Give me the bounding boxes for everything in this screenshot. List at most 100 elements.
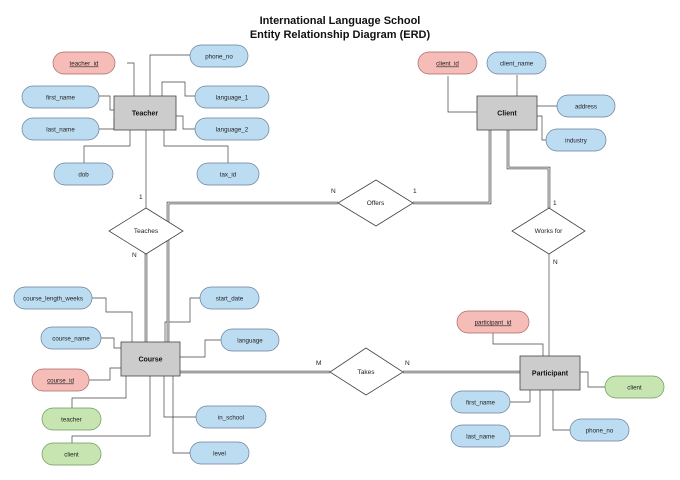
entity-participant-label: Participant [532, 371, 569, 378]
attribute-teacher-tax-id[interactable]: tax_id [196, 162, 260, 186]
svg-text:last_name: last_name [466, 434, 495, 441]
relationship-takes-label: Takes [358, 369, 376, 376]
attribute-teacher-language-1[interactable]: language_1 [194, 85, 270, 109]
entity-participant[interactable]: Participant [519, 355, 581, 391]
line-client-industry [537, 115, 546, 141]
attribute-course-name[interactable]: course_name [40, 326, 102, 350]
svg-text:phone_no: phone_no [586, 428, 614, 435]
cardinality-works-for-client: 1 [553, 200, 557, 207]
line-teacher-id [127, 62, 135, 96]
svg-text:participant_id: participant_id [475, 320, 512, 327]
attribute-teacher-first-name[interactable]: first_name [21, 85, 100, 109]
attribute-participant-id[interactable]: participant_id [456, 310, 530, 334]
svg-text:first_name: first_name [466, 400, 495, 407]
cardinality-works-for-participant: N [553, 259, 558, 266]
attribute-participant-first-name[interactable]: first_name [450, 390, 511, 414]
svg-text:start_date: start_date [216, 296, 244, 303]
attribute-course-level[interactable]: level [189, 441, 250, 465]
cardinality-offers-course: N [331, 188, 336, 195]
line-participant-id [492, 333, 544, 356]
svg-text:dob: dob [78, 172, 89, 179]
svg-text:course_name: course_name [52, 336, 90, 343]
attribute-course-id[interactable]: course_id [31, 368, 90, 392]
line-teacher-language2 [176, 115, 195, 130]
entity-course[interactable]: Course [120, 341, 181, 377]
relationship-offers-label: Offers [367, 200, 385, 207]
svg-text:course_id: course_id [47, 378, 74, 385]
attribute-client-address[interactable]: address [556, 94, 616, 118]
cardinality-takes-course: M [316, 360, 321, 367]
entity-teacher[interactable]: Teacher [113, 95, 177, 131]
line-participant-first-name [510, 390, 531, 403]
svg-text:in_school: in_school [218, 415, 244, 422]
svg-text:level: level [213, 451, 226, 458]
line-course-language [180, 339, 221, 358]
attribute-course-length-weeks[interactable]: course_length_weeks [13, 286, 93, 310]
svg-text:client_id: client_id [436, 61, 459, 68]
line-course-name [101, 337, 121, 349]
svg-text:last_name: last_name [46, 127, 75, 134]
attribute-course-client[interactable]: client [41, 442, 102, 466]
relationship-teaches[interactable]: Teaches [108, 207, 184, 255]
attribute-teacher-language-2[interactable]: language_2 [194, 117, 270, 141]
svg-text:course_length_weeks: course_length_weeks [23, 296, 83, 303]
attribute-teacher-phone-no[interactable]: phone_no [189, 44, 249, 68]
line-participant-last-name [510, 390, 541, 437]
svg-text:tax_id: tax_id [220, 172, 237, 179]
attribute-participant-phone-no[interactable]: phone_no [569, 418, 630, 442]
attribute-course-in-school[interactable]: in_school [195, 405, 267, 429]
svg-text:language: language [237, 338, 263, 345]
connector-lines [71, 54, 605, 454]
line-course-level [172, 376, 190, 454]
svg-text:first_name: first_name [46, 95, 75, 102]
line-course-client [71, 376, 151, 443]
attribute-course-teacher[interactable]: teacher [41, 407, 102, 431]
svg-text:client_name: client_name [500, 61, 534, 68]
diagram-title: International Language School [259, 15, 421, 27]
line-teacher-dob [83, 130, 131, 163]
cardinality-offers-client: 1 [413, 188, 417, 195]
line-course-length [92, 297, 133, 342]
line-course-in-school [163, 376, 196, 418]
cardinality-teaches-course: N [132, 252, 137, 259]
line-course-teacher [71, 376, 127, 408]
relationship-teaches-label: Teaches [134, 228, 159, 235]
cardinality-teaches-teacher: 1 [139, 194, 143, 201]
attribute-participant-last-name[interactable]: last_name [450, 424, 511, 448]
svg-text:phone_no: phone_no [205, 54, 233, 61]
entity-teacher-label: Teacher [132, 111, 159, 118]
line-client-id [447, 76, 477, 113]
attribute-teacher-dob[interactable]: dob [53, 162, 114, 186]
entity-client-label: Client [497, 111, 517, 118]
line-teacher-first-name [99, 95, 114, 111]
entity-course-label: Course [138, 357, 162, 364]
relationship-works-for[interactable]: Works for [511, 207, 586, 255]
relationship-works-for-label: Works for [535, 228, 564, 235]
attribute-participant-client[interactable]: client [604, 375, 665, 399]
svg-text:language_2: language_2 [216, 127, 249, 134]
svg-text:address: address [575, 104, 597, 111]
svg-text:client: client [627, 385, 642, 392]
svg-text:language_1: language_1 [216, 95, 249, 102]
svg-text:teacher: teacher [61, 417, 82, 424]
line-participant-client [580, 371, 605, 388]
relationship-offers[interactable]: Offers [337, 179, 414, 227]
line-teacher-tax-id [163, 130, 229, 163]
cardinality-takes-participant: N [405, 360, 410, 367]
attribute-course-language[interactable]: language [220, 328, 280, 352]
svg-text:industry: industry [565, 138, 588, 145]
entity-client[interactable]: Client [476, 95, 538, 131]
relationship-takes[interactable]: Takes [329, 347, 404, 396]
attribute-course-start-date[interactable]: start_date [199, 286, 260, 310]
attribute-client-id[interactable]: client_id [417, 51, 478, 75]
attribute-client-industry[interactable]: industry [545, 128, 607, 152]
line-teacher-phone [149, 54, 190, 96]
diagram-subtitle: Entity Relationship Diagram (ERD) [249, 29, 431, 41]
attribute-teacher-id[interactable]: teacher_id [52, 51, 116, 75]
line-teacher-language1 [161, 81, 195, 97]
attribute-teacher-last-name[interactable]: last_name [21, 117, 100, 141]
svg-text:client: client [64, 452, 79, 459]
line-course-id [89, 367, 121, 381]
attribute-client-name[interactable]: client_name [486, 51, 547, 75]
